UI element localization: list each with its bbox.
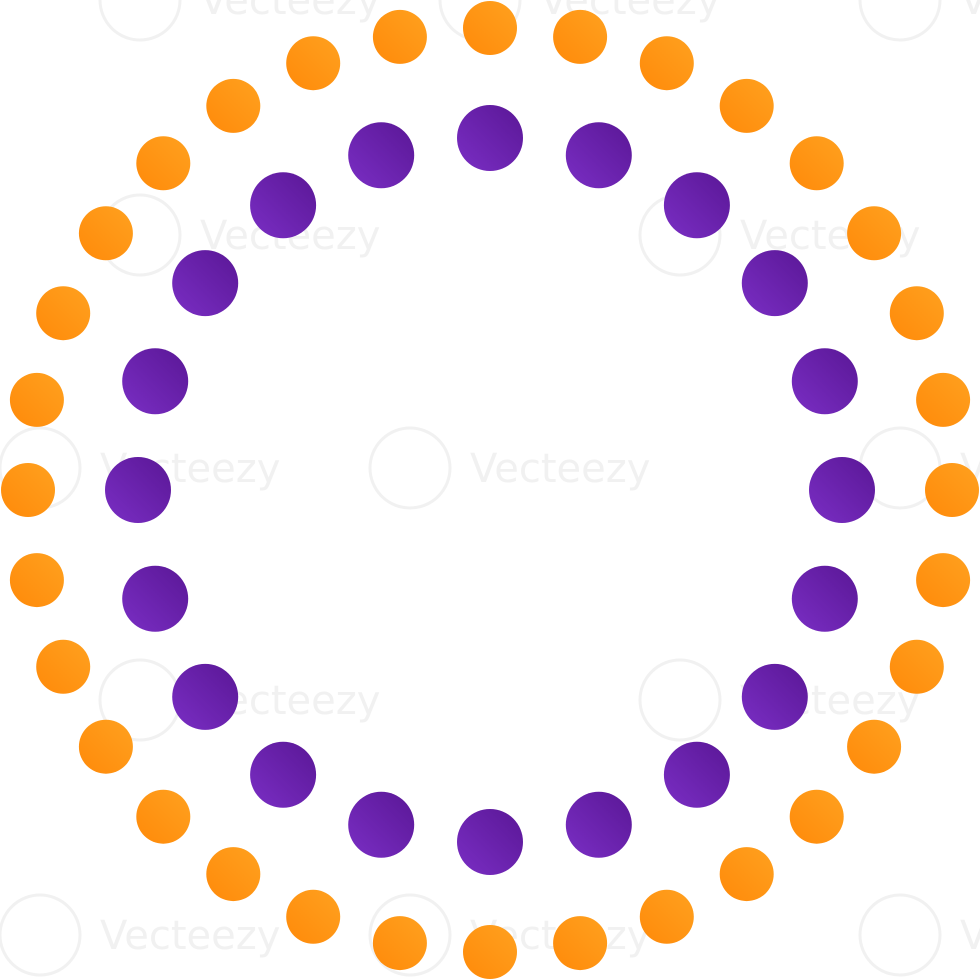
inner-ring-dot xyxy=(122,348,189,415)
inner-ring-dot xyxy=(457,105,523,171)
inner-ring-dot xyxy=(122,565,189,632)
watermark-text: Vecteezy xyxy=(470,446,650,492)
watermark-text: Vecteezy xyxy=(100,913,280,959)
outer-ring-dot xyxy=(36,639,91,694)
outer-ring-dot xyxy=(372,9,427,64)
outer-ring-dot xyxy=(463,925,517,979)
outer-ring-dot xyxy=(286,889,341,944)
outer-ring-dot xyxy=(286,36,341,91)
watermark-logo-icon xyxy=(638,658,722,742)
outer-ring-dot xyxy=(463,1,517,55)
inner-dot-ring xyxy=(105,105,875,875)
outer-ring-dot xyxy=(916,553,971,608)
watermark: Vecteezy xyxy=(98,0,380,42)
outer-ring-dot xyxy=(206,847,261,902)
outer-ring-dot xyxy=(719,78,774,133)
inner-ring-dot xyxy=(250,172,317,239)
outer-ring-dot xyxy=(553,9,608,64)
inner-ring-dot xyxy=(791,348,858,415)
outer-ring-dot xyxy=(78,719,133,774)
inner-ring-dot xyxy=(105,457,171,523)
watermark: Vecteezy xyxy=(858,893,980,977)
inner-ring-dot xyxy=(663,741,730,808)
watermark-text: Vecteezy xyxy=(960,913,980,959)
outer-ring-dot xyxy=(639,889,694,944)
watermark-logo-icon xyxy=(0,893,82,977)
outer-ring-dot xyxy=(789,789,844,844)
watermark: Vecteezy xyxy=(368,426,650,510)
watermark: Vecteezy xyxy=(98,193,380,277)
outer-ring-dot xyxy=(847,206,902,261)
watermark-logo-icon xyxy=(98,0,182,42)
outer-ring-dot xyxy=(206,78,261,133)
watermark-logo-icon xyxy=(858,0,942,42)
watermark-logo-icon xyxy=(368,426,452,510)
outer-ring-dot xyxy=(372,916,427,971)
watermark-text: Vecteezy xyxy=(960,0,980,24)
outer-ring-dot xyxy=(9,372,64,427)
outer-ring-dot xyxy=(1,463,55,517)
inner-ring-dot xyxy=(172,250,239,317)
outer-ring-dot xyxy=(36,286,91,341)
outer-ring-dot xyxy=(916,372,971,427)
inner-ring-dot xyxy=(250,741,317,808)
watermark: Vecteezy xyxy=(0,893,280,977)
outer-ring-dot xyxy=(847,719,902,774)
inner-ring-dot xyxy=(791,565,858,632)
inner-ring-dot xyxy=(172,663,239,730)
outer-ring-dot xyxy=(719,847,774,902)
outer-ring-dot xyxy=(78,206,133,261)
inner-ring-dot xyxy=(809,457,875,523)
watermark-logo-icon xyxy=(368,893,452,977)
watermark: Vecteezy xyxy=(98,658,380,742)
inner-ring-dot xyxy=(741,663,808,730)
outer-ring-dot xyxy=(789,136,844,191)
inner-ring-dot xyxy=(741,250,808,317)
inner-ring-dot xyxy=(348,122,415,189)
inner-ring-dot xyxy=(348,791,415,858)
inner-ring-dot xyxy=(663,172,730,239)
watermark: Vecteezy xyxy=(858,0,980,42)
watermark-logo-icon xyxy=(858,893,942,977)
outer-ring-dot xyxy=(136,136,191,191)
inner-ring-dot xyxy=(565,122,632,189)
watermark-text: Vecteezy xyxy=(200,0,380,24)
outer-ring-dot xyxy=(889,286,944,341)
outer-ring-dot xyxy=(639,36,694,91)
outer-ring-dot xyxy=(889,639,944,694)
inner-ring-dot xyxy=(565,791,632,858)
inner-ring-dot xyxy=(457,809,523,875)
outer-ring-dot xyxy=(553,916,608,971)
outer-ring-dot xyxy=(9,553,64,608)
outer-ring-dot xyxy=(136,789,191,844)
outer-ring-dot xyxy=(925,463,979,517)
